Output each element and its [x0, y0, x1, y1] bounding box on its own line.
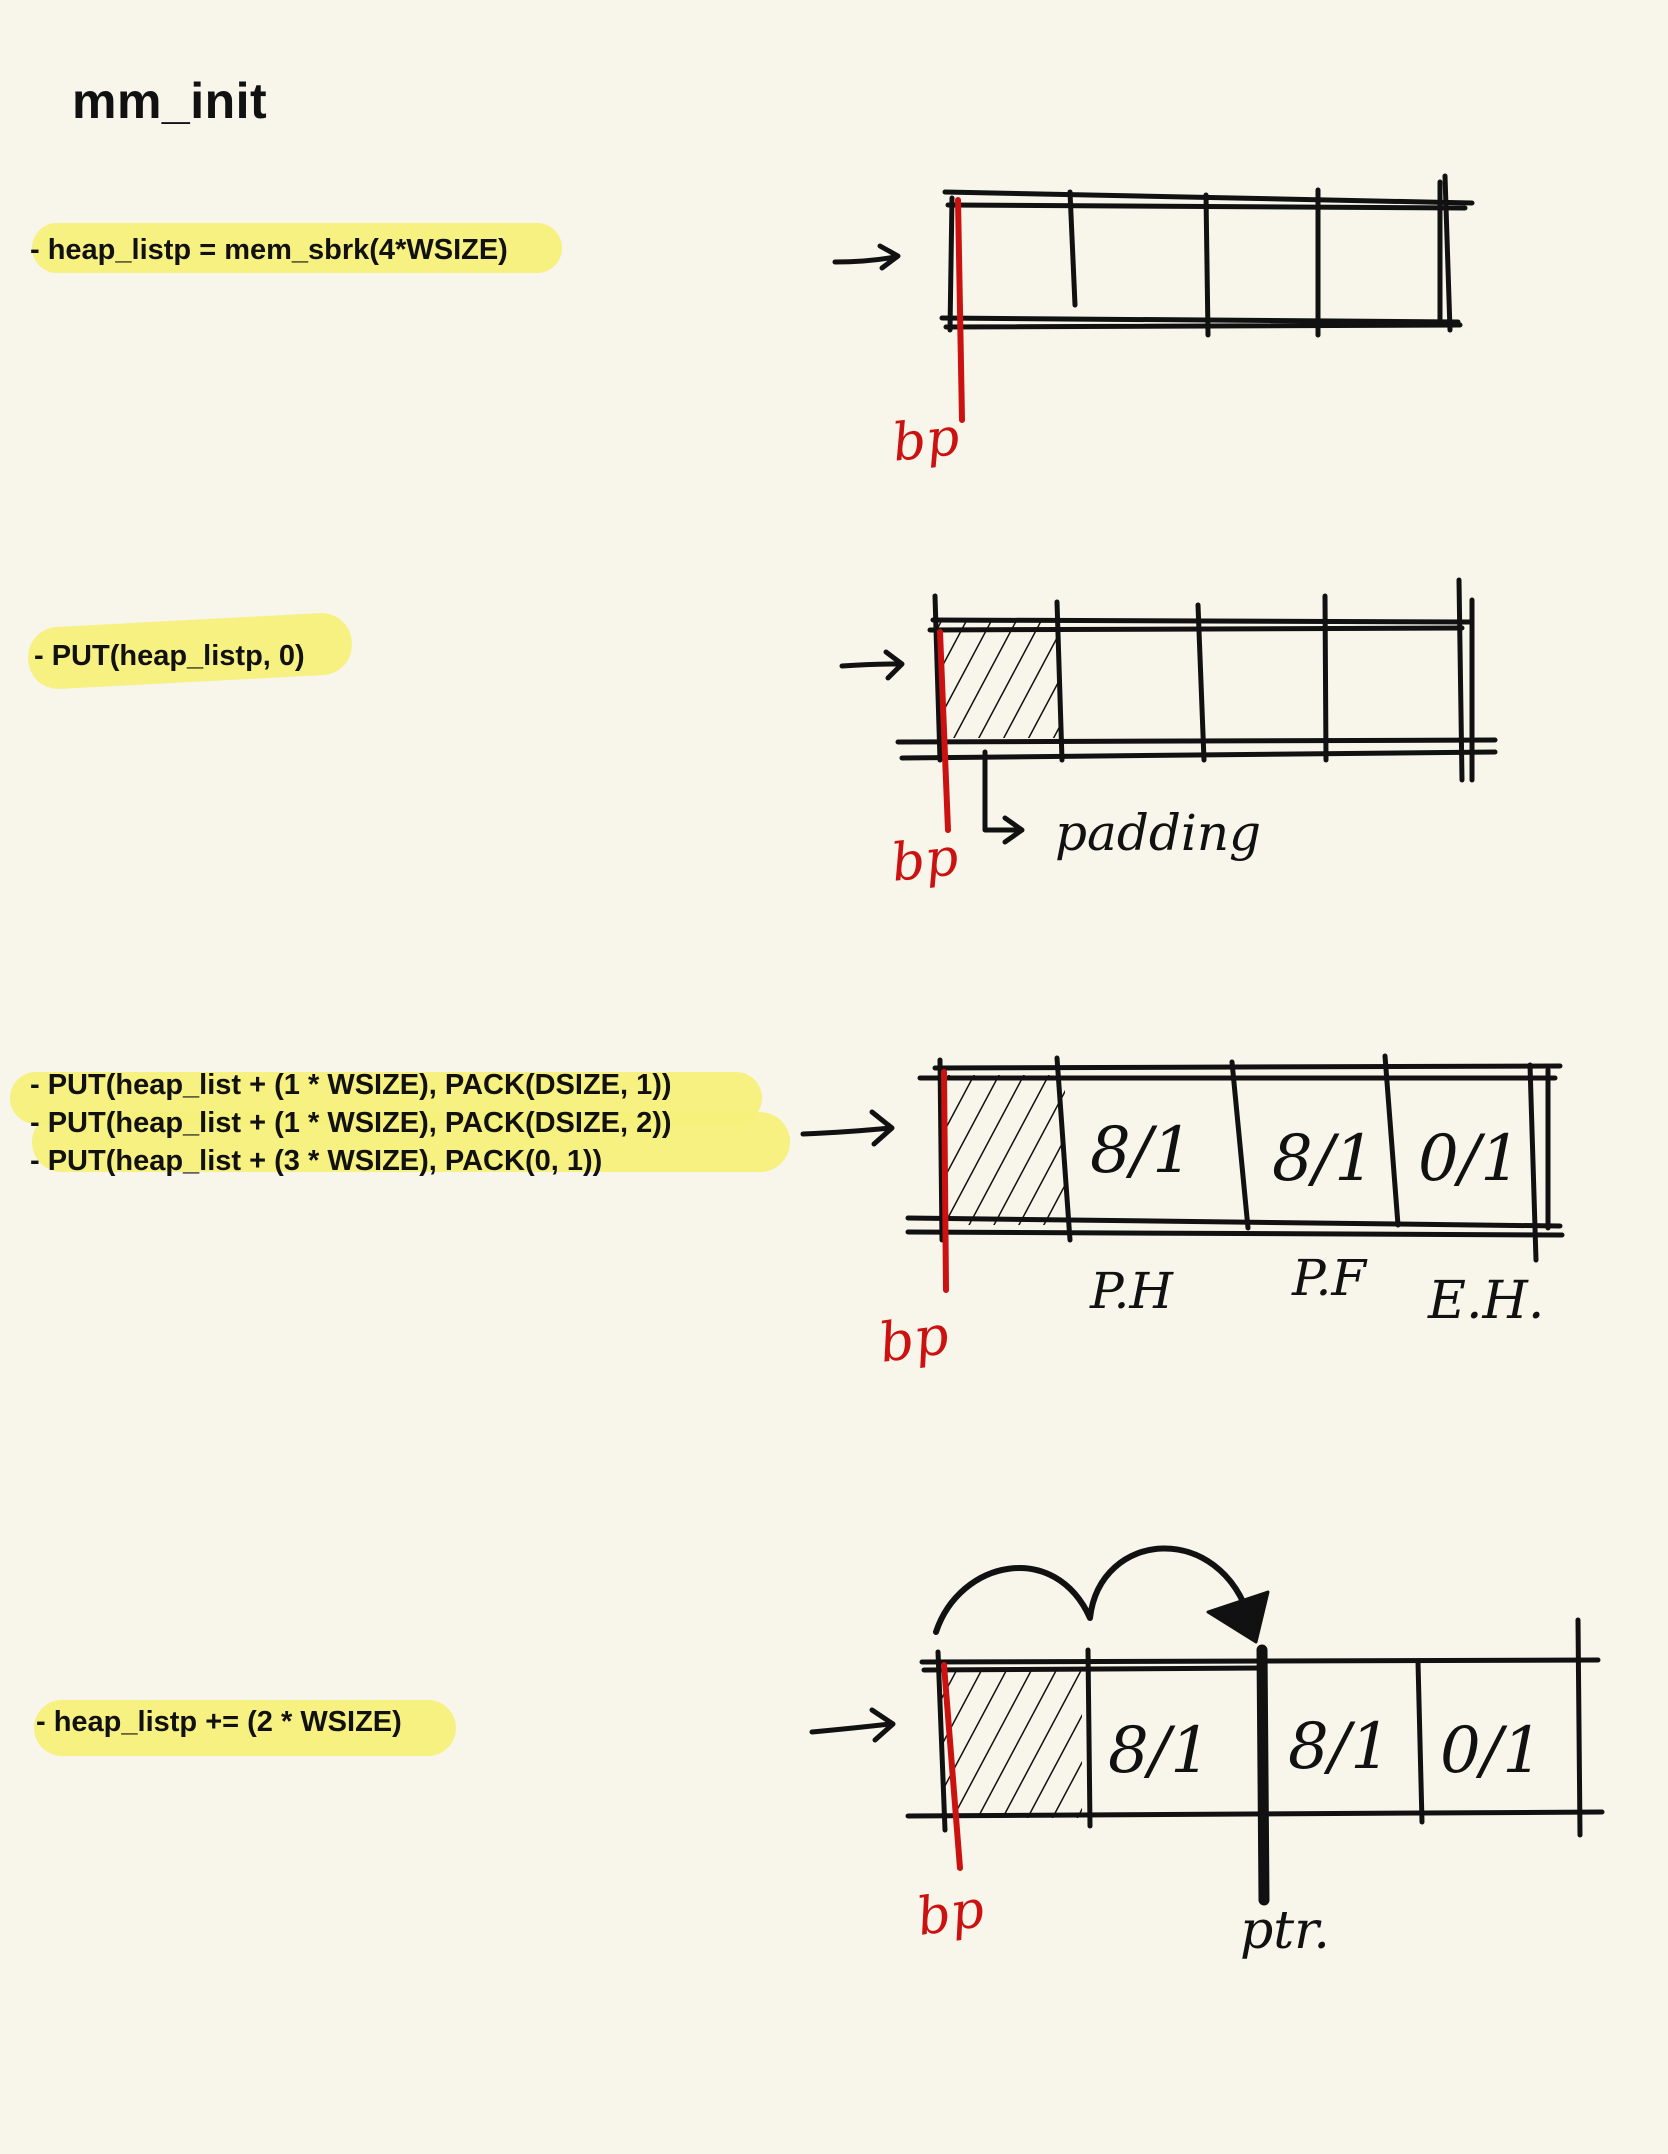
- heap-box-1-bottom: [939, 315, 1463, 330]
- bp-pointer-1: [955, 197, 965, 423]
- highlight-step-3b: [32, 1112, 790, 1172]
- padding-hatch-3: [940, 1075, 1065, 1225]
- heap-box-2-bottom: [895, 737, 1498, 761]
- heap-box-2-dividers: [932, 577, 1475, 783]
- padding-hatch-4: [942, 1668, 1082, 1818]
- cell-value-4c: 0/1: [1440, 1714, 1543, 1788]
- pointer-arrow-3: [800, 1109, 895, 1147]
- bp-label-1: bp: [890, 407, 962, 474]
- ptr-marker: [1256, 1644, 1270, 1906]
- code-line-step-4: - heap_listp += (2 * WSIZE): [36, 1706, 402, 1738]
- bp-label-4: bp: [913, 1879, 987, 1948]
- heap-box-1-dividers: [947, 173, 1453, 338]
- cell-value-4a: 8/1: [1108, 1714, 1211, 1788]
- bp-pointer-2: [937, 629, 951, 833]
- padding-label: padding: [1055, 804, 1261, 862]
- bp-pointer-4: [941, 1662, 963, 1871]
- pointer-arrow-4: [809, 1707, 896, 1743]
- label-pf: P.F: [1291, 1249, 1368, 1307]
- code-line-step-1: - heap_listp = mem_sbrk(4*WSIZE): [30, 234, 508, 266]
- heap-diagram-3: bp 8/1 8/1 0/1 P.H P.F E.H.: [800, 1053, 1565, 1375]
- heap-box-3-bottom: [905, 1215, 1565, 1238]
- heap-box-3-top: [917, 1063, 1563, 1081]
- pointer-arrow-1: [832, 243, 901, 271]
- code-line-step-2: - PUT(heap_listp, 0): [34, 640, 305, 672]
- heap-diagram-2: bp padding: [839, 577, 1498, 894]
- code-line-step-3b: - PUT(heap_list + (1 * WSIZE), PACK(DSIZ…: [30, 1107, 672, 1139]
- heap-box-2-top: [927, 617, 1473, 633]
- code-line-step-3a: - PUT(heap_list + (1 * WSIZE), PACK(DSIZ…: [30, 1069, 672, 1101]
- padding-arrow-2: [982, 749, 1025, 845]
- highlight-step-1: [32, 223, 562, 273]
- bp-label-3: bp: [875, 1303, 952, 1375]
- bp-pointer-3: [941, 1069, 949, 1293]
- bp-label-2: bp: [889, 827, 961, 894]
- page-title: mm_init: [72, 73, 268, 129]
- ptr-label: ptr.: [1240, 1901, 1330, 1961]
- cell-value-pf: 8/1: [1272, 1122, 1375, 1196]
- heap-box-4-bottom: [905, 1809, 1605, 1819]
- cell-value-ph: 8/1: [1090, 1114, 1193, 1188]
- pointer-arrow-2: [839, 649, 905, 681]
- cell-value-eh: 0/1: [1418, 1122, 1521, 1196]
- heap-box-3-dividers: [937, 1053, 1551, 1263]
- highlight-step-4: [34, 1700, 456, 1756]
- jump-arrow-head: [1206, 1590, 1270, 1644]
- cell-value-4b: 8/1: [1288, 1710, 1391, 1784]
- label-eh: E.H.: [1427, 1271, 1544, 1331]
- heap-diagram-4: bp 8/1 8/1 0/1 ptr.: [809, 1545, 1605, 1961]
- heap-diagram-1: bp: [832, 173, 1475, 474]
- padding-hatch-2: [938, 620, 1060, 738]
- jump-arrow: [933, 1545, 1253, 1635]
- label-ph: P.H: [1089, 1262, 1174, 1320]
- code-line-step-3c: - PUT(heap_list + (3 * WSIZE), PACK(0, 1…: [30, 1145, 603, 1177]
